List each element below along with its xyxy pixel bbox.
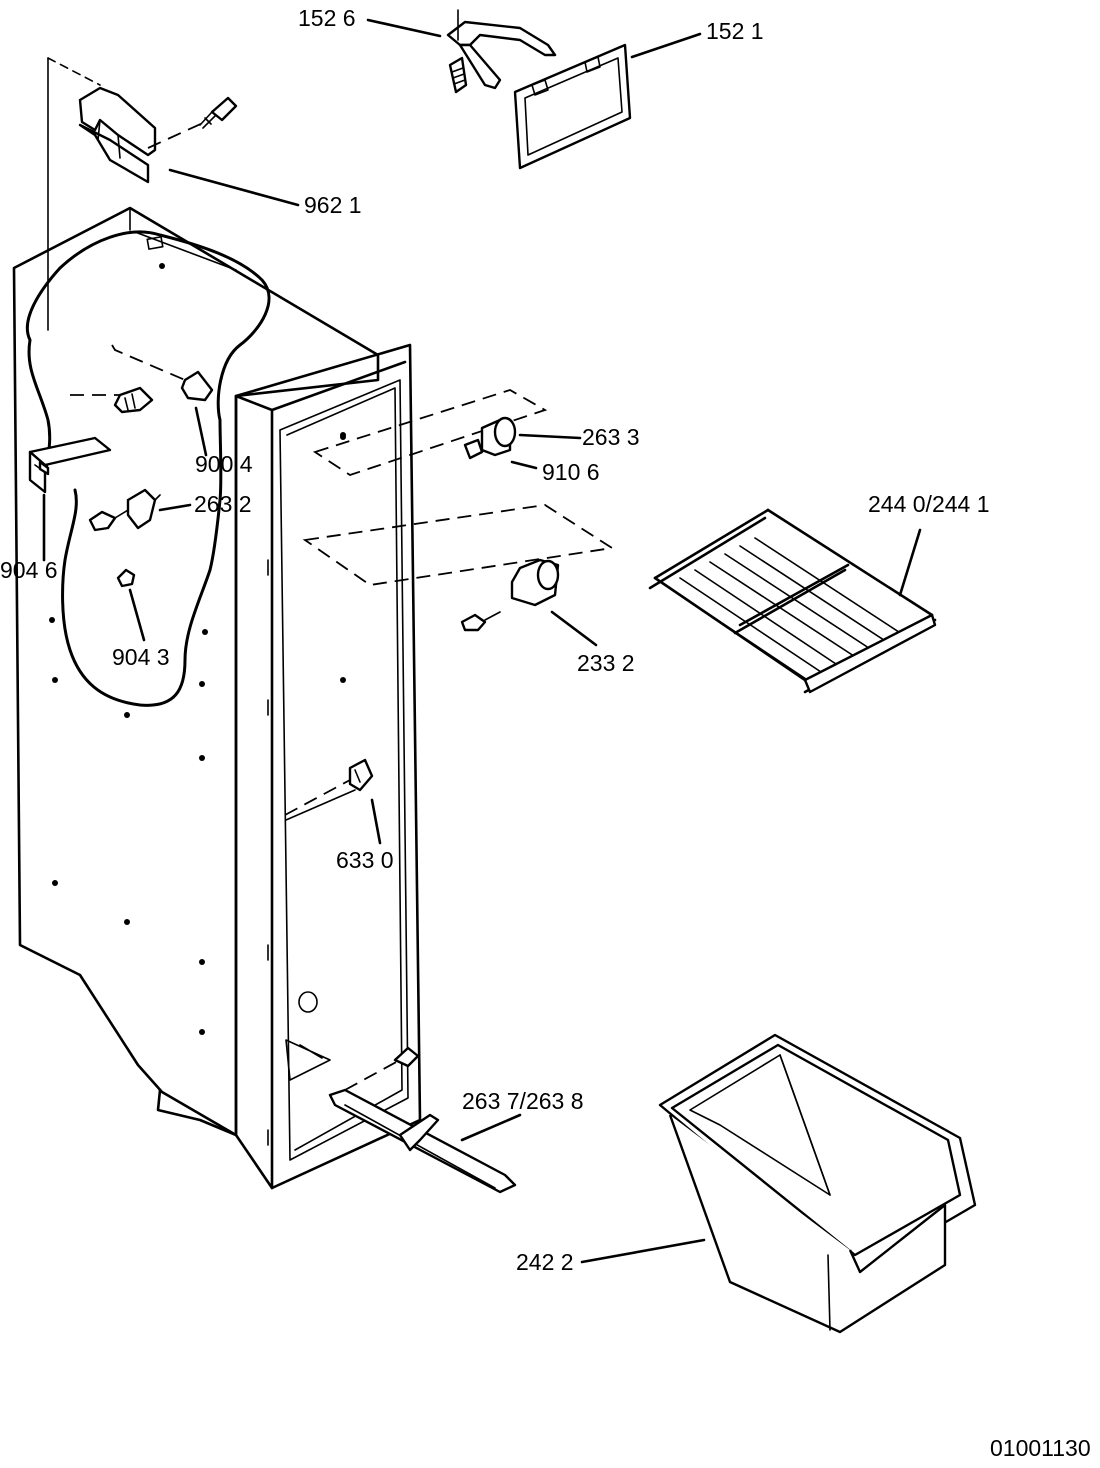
label-904-6: 904 6 (0, 557, 58, 583)
label-263-7-263-8: 263 7/263 8 (462, 1088, 584, 1114)
screw-part-904-3 (116, 568, 136, 588)
wire-shelf-part-244-0 (648, 508, 937, 694)
leader-lines (42, 18, 922, 1264)
label-233-2: 233 2 (577, 650, 635, 676)
label-152-6: 152 6 (298, 5, 356, 31)
mounting-holes (49, 263, 346, 1035)
label-263-3: 263 3 (582, 424, 640, 450)
roller-part-263-3 (312, 389, 548, 476)
label-244-0-244-1: 244 0/244 1 (868, 491, 990, 517)
switch-part-633-0 (284, 758, 374, 816)
bracket-part-904-6 (28, 436, 112, 494)
drawing-number: 01001130 (990, 1435, 1091, 1461)
label-242-2: 242 2 (516, 1249, 574, 1275)
rail-part-233-2 (302, 504, 615, 632)
label-910-6: 910 6 (542, 459, 600, 485)
storage-bin-part-242-2 (658, 1033, 977, 1334)
label-962-1: 962 1 (304, 192, 362, 218)
bracket-part-962-1 (47, 57, 238, 331)
light-shield-part-152-1 (446, 9, 632, 170)
label-904-3: 904 3 (112, 644, 170, 670)
freezer-liner-cabinet (12, 206, 422, 1190)
label-900-4: 900 4 (195, 451, 253, 477)
screw-part-263-2 (88, 488, 161, 532)
part-labels: 152 6 152 1 962 1 263 3 910 6 900 4 263 … (0, 5, 1091, 1461)
label-152-1: 152 1 (706, 18, 764, 44)
label-263-2: 263 2 (194, 491, 252, 517)
label-633-0: 633 0 (336, 847, 394, 873)
clip-part-900-4 (70, 344, 214, 414)
rail-part-263-7 (328, 1046, 517, 1194)
